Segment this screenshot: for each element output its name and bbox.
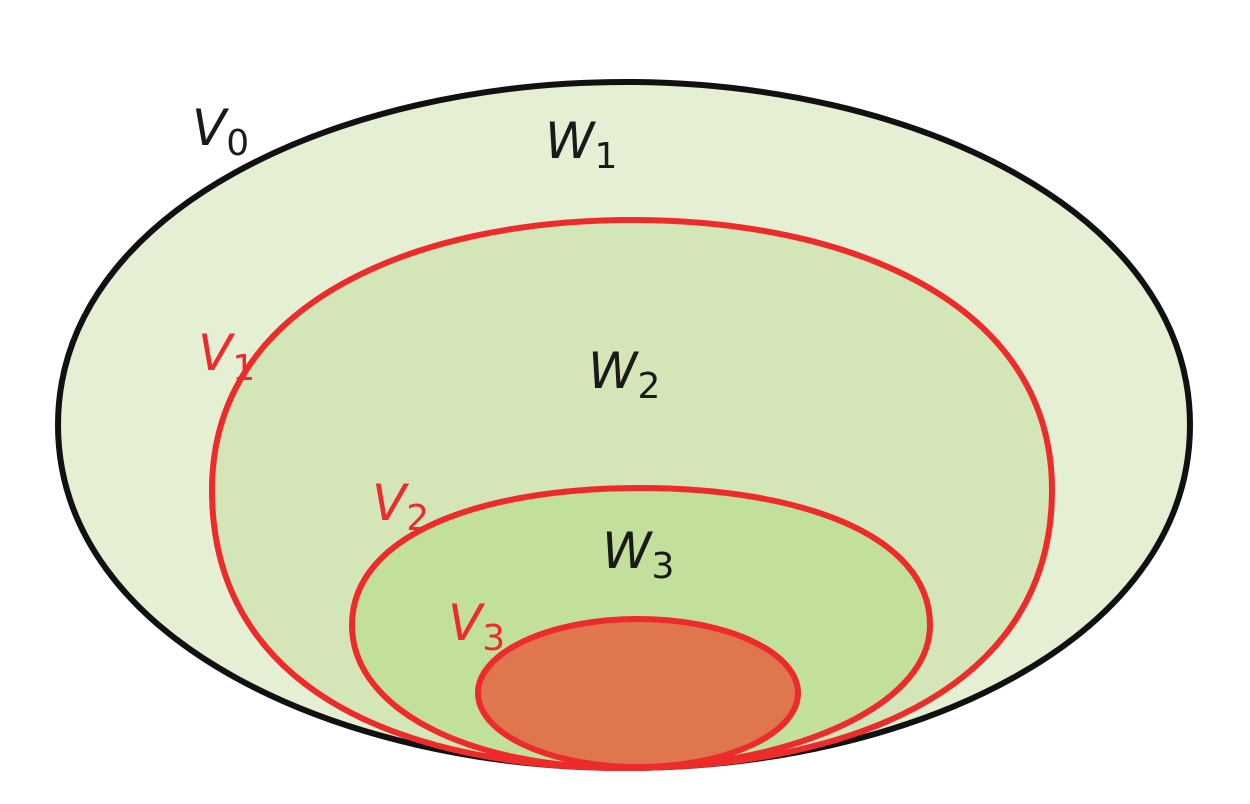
- label-v3: V3: [448, 594, 505, 659]
- label-v3-sub: 3: [482, 618, 505, 659]
- label-w1-base: W: [545, 112, 596, 170]
- set-v3-shape: [475, 616, 801, 770]
- label-v2: V2: [372, 474, 429, 539]
- label-v0-sub: 0: [226, 123, 249, 164]
- label-v2-base: V: [372, 474, 410, 532]
- label-w3-base: W: [602, 522, 653, 580]
- label-w2: W2: [588, 342, 660, 407]
- label-w3-sub: 3: [651, 546, 674, 587]
- label-w2-sub: 2: [637, 366, 660, 407]
- label-w1: W1: [545, 112, 617, 177]
- label-v0-base: V: [192, 99, 230, 157]
- label-v2-sub: 2: [406, 498, 429, 539]
- label-w3: W3: [602, 522, 674, 587]
- label-v1-sub: 1: [232, 348, 255, 389]
- label-v3-base: V: [448, 594, 486, 652]
- label-v1-base: V: [198, 324, 236, 382]
- label-v0: V0: [192, 99, 249, 164]
- label-w2-base: W: [588, 342, 639, 400]
- label-v1: V1: [198, 324, 255, 389]
- label-w1-sub: 1: [594, 136, 617, 177]
